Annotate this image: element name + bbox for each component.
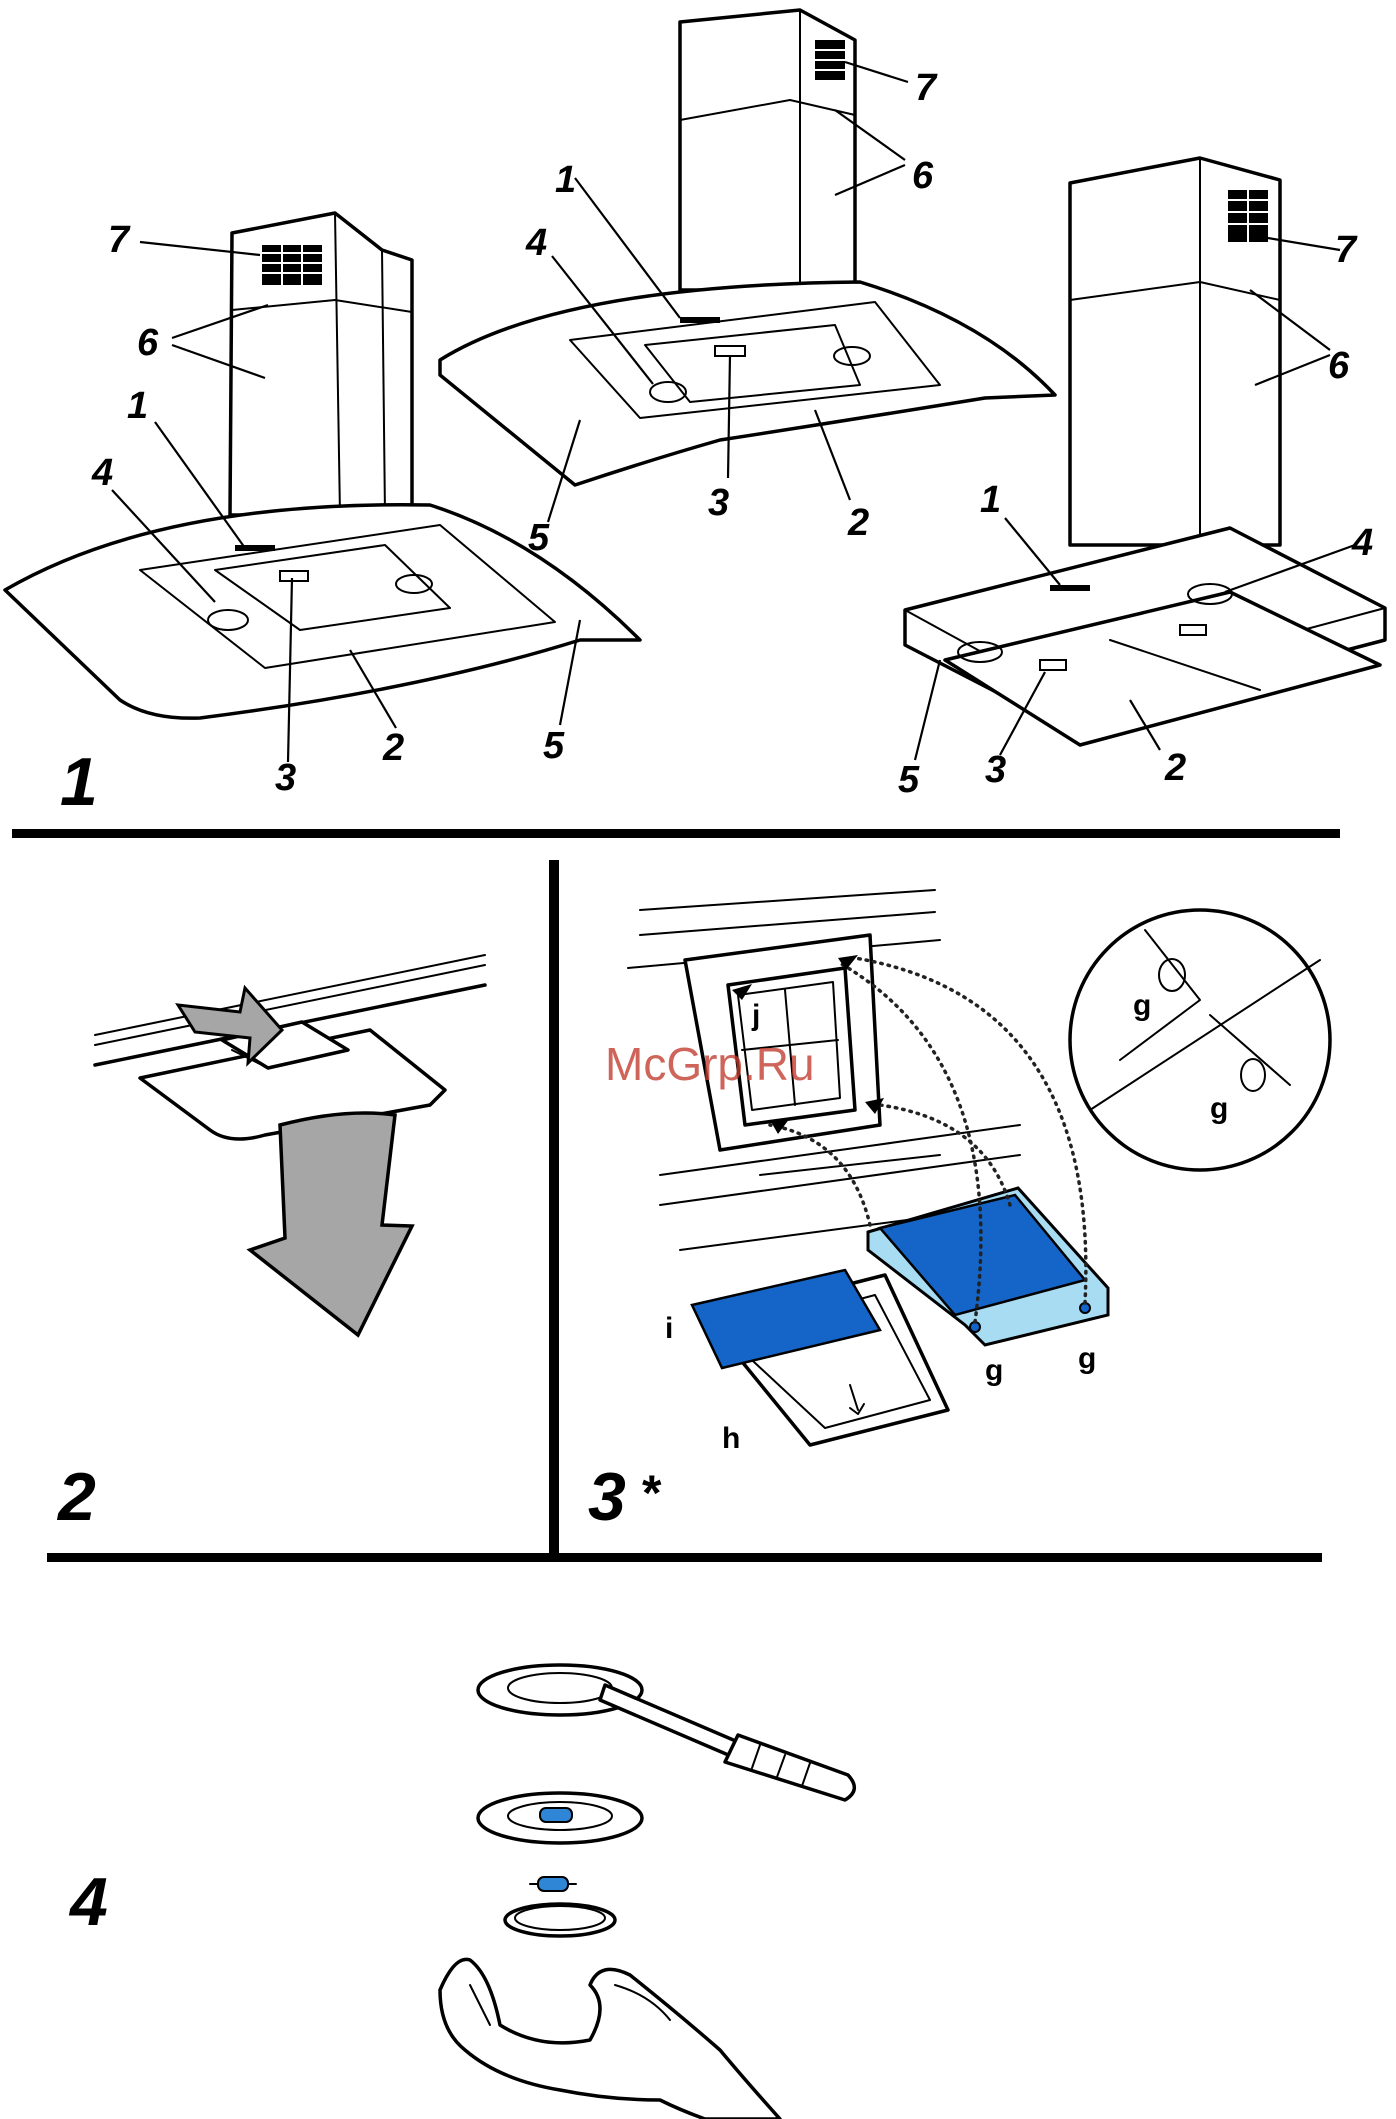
panel-number-3: 3 [588, 1459, 626, 1535]
filter-release-illustration [95, 955, 485, 1335]
lamp-replacement-illustration [440, 1665, 854, 2119]
callout-2-right: 2 [1164, 747, 1186, 789]
letter-j: j [751, 999, 760, 1032]
callout-4-middle: 4 [525, 222, 547, 264]
callout-2-left: 2 [382, 727, 404, 769]
callout-7-middle: 7 [915, 67, 938, 109]
callout-7-right: 7 [1335, 229, 1358, 271]
letter-g-right: g [1078, 1342, 1096, 1375]
letter-g-detail-top: g [1133, 989, 1151, 1022]
callout-5-middle: 5 [528, 517, 550, 559]
callout-1-middle: 1 [555, 159, 576, 201]
callout-3-left: 3 [275, 757, 296, 799]
hand-outline [440, 1959, 780, 2119]
separator-vertical [549, 860, 559, 1553]
callout-4-left: 4 [91, 452, 113, 494]
vent-grille-middle [815, 40, 845, 80]
panel-number-1: 1 [60, 744, 98, 820]
separator-top [12, 829, 1340, 838]
panel-number-2: 2 [56, 1459, 96, 1535]
callout-5-left: 5 [543, 725, 565, 767]
separator-bottom [47, 1553, 1322, 1562]
vent-grille-right [1228, 190, 1268, 242]
callout-4-right: 4 [1351, 522, 1373, 564]
callout-6-middle: 6 [912, 155, 934, 197]
callout-1-right: 1 [980, 479, 1001, 521]
letter-g-left: g [985, 1354, 1003, 1387]
letter-i: i [665, 1312, 673, 1345]
screwdriver-shaft [600, 1685, 745, 1760]
detail-zoom-circle [1070, 910, 1330, 1170]
lamp-bulb [538, 1877, 568, 1891]
callout-3-right: 3 [985, 749, 1006, 791]
callout-2-middle: 2 [847, 502, 869, 544]
letter-h: h [722, 1422, 740, 1455]
callout-1-left: 1 [127, 385, 148, 427]
panel-number-4: 4 [68, 1864, 108, 1940]
screwdriver-handle [725, 1735, 854, 1800]
lamp-bulb-in-socket [540, 1808, 572, 1822]
callout-7-left: 7 [108, 219, 131, 261]
callout-6-right: 6 [1328, 345, 1350, 387]
vent-grille-left [262, 245, 322, 285]
letter-g-detail-bottom: g [1210, 1092, 1228, 1125]
panel-3-asterisk: * [640, 1465, 662, 1521]
watermark: McGrp.Ru [605, 1038, 815, 1090]
callout-6-left: 6 [137, 322, 159, 364]
callout-5-right: 5 [898, 759, 920, 801]
carbon-filter-illustration: j g g i h g g [628, 890, 1330, 1455]
down-arrow [250, 1113, 412, 1335]
callout-3-middle: 3 [708, 482, 729, 524]
